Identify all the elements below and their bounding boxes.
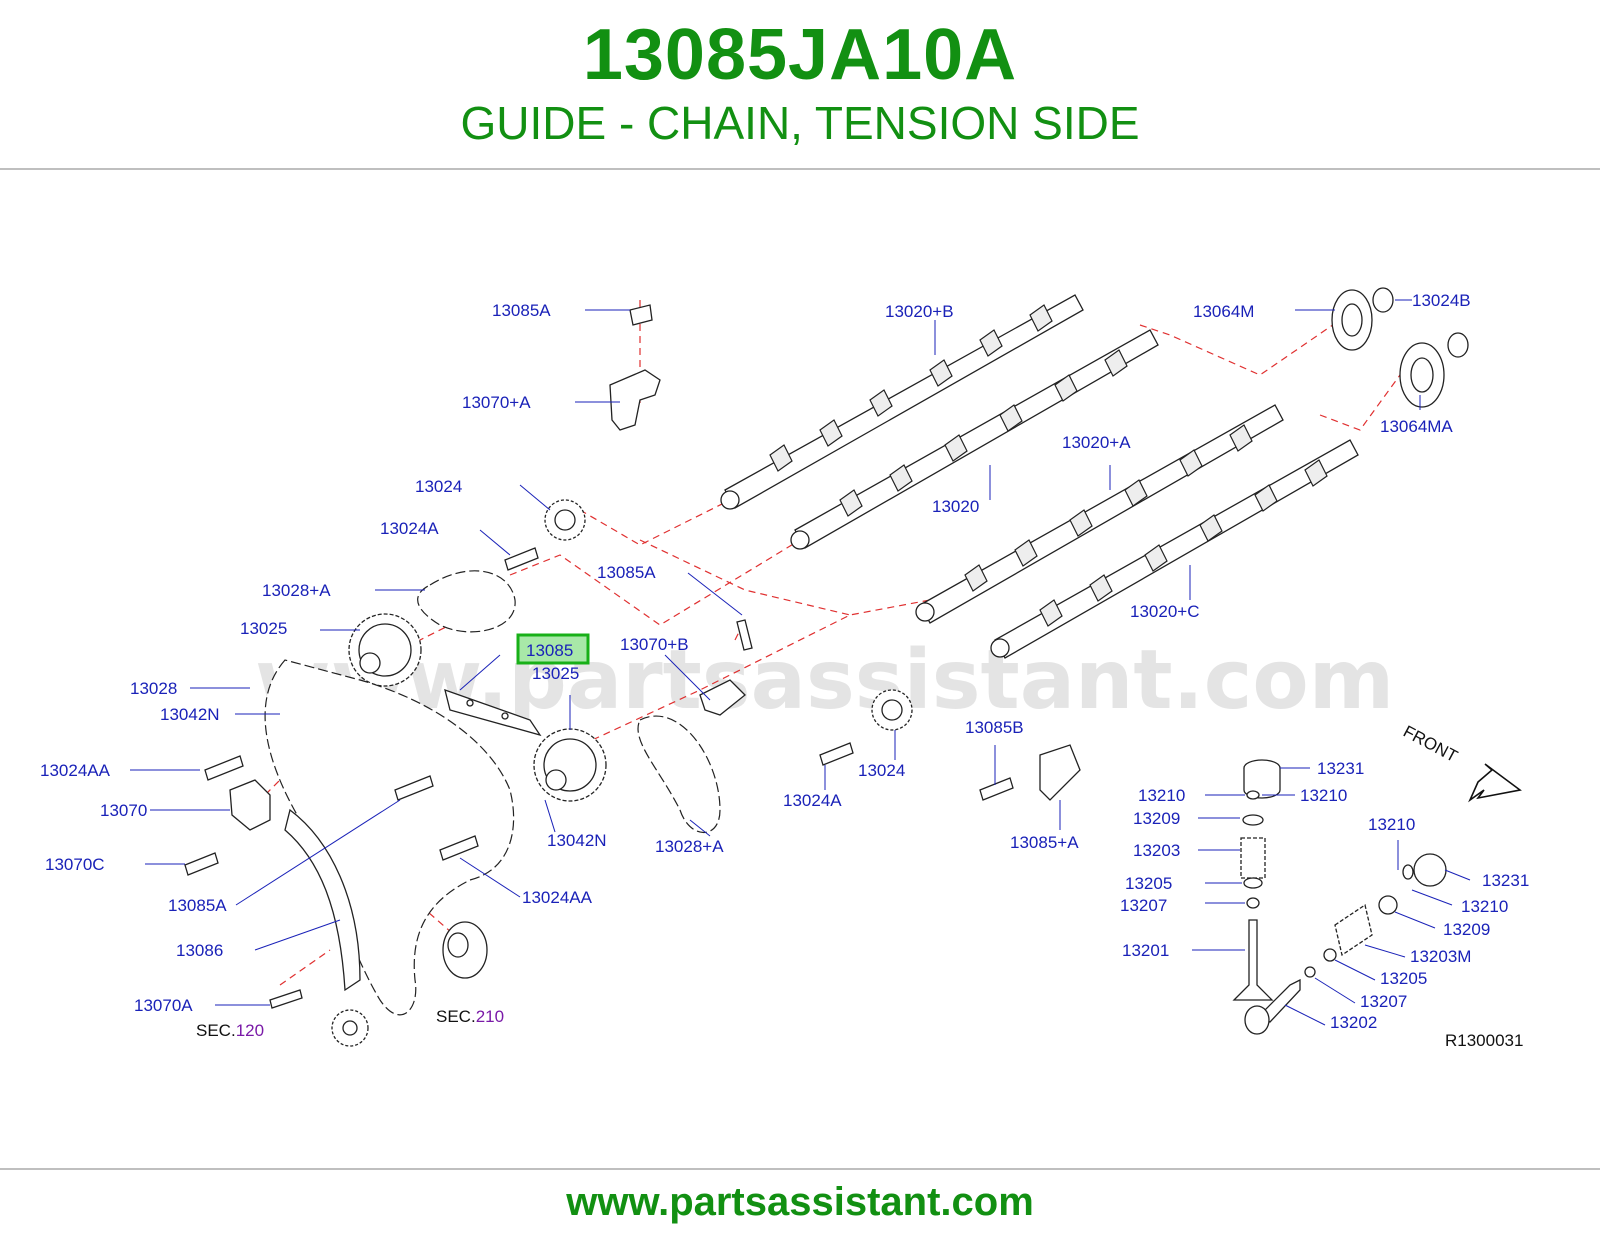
label-13210-a[interactable]: 13210: [1138, 786, 1185, 805]
label-13042n-left[interactable]: 13042N: [160, 705, 220, 724]
sprocket-13024-upper: [544, 499, 586, 541]
page-header: 13085JA10A GUIDE - CHAIN, TENSION SIDE: [0, 0, 1600, 170]
label-13024b[interactable]: 13024B: [1412, 291, 1471, 310]
valve-assembly-intake: [1232, 759, 1281, 1001]
label-13207-right[interactable]: 13207: [1360, 992, 1407, 1011]
label-13028-plus-a-top[interactable]: 13028+A: [262, 581, 331, 600]
label-13070a[interactable]: 13070A: [134, 996, 193, 1015]
label-13070c[interactable]: 13070C: [45, 855, 105, 874]
part-description: GUIDE - CHAIN, TENSION SIDE: [460, 97, 1140, 149]
chain-guide-13085-highlighted: [444, 688, 542, 737]
watermark-text: www.partsassistant.com: [255, 633, 1394, 728]
sprocket-13024-lower: [871, 689, 913, 731]
valve-assembly-exhaust: [1244, 853, 1447, 1035]
chain-13028-a-upper: [417, 570, 516, 633]
sprocket-13025-upper: [348, 613, 422, 687]
highlighted-part-label[interactable]: 13085: [526, 641, 573, 660]
label-13024a-low[interactable]: 13024A: [783, 791, 842, 810]
sprocket-13064m: [1331, 289, 1373, 351]
footer-website-link[interactable]: www.partsassistant.com: [566, 1180, 1034, 1224]
sec210-tensioner: [442, 921, 488, 979]
bracket-13085-a: [1039, 744, 1081, 801]
label-13024-top[interactable]: 13024: [415, 477, 462, 496]
sprocket-13064ma: [1399, 332, 1469, 408]
sprocket-sec120: [331, 1009, 369, 1047]
camshaft-13020: [790, 329, 1159, 550]
camshaft-13020-b: [720, 294, 1084, 510]
label-13085a-mid[interactable]: 13085A: [597, 563, 656, 582]
reference-code: R1300031: [1445, 1031, 1523, 1050]
label-13070-plus-b[interactable]: 13070+B: [620, 635, 689, 654]
label-13064ma[interactable]: 13064MA: [1380, 417, 1453, 436]
label-13085b[interactable]: 13085B: [965, 718, 1024, 737]
highlight-box: [516, 633, 590, 665]
tensioner-13070-a: [609, 369, 661, 431]
label-13203m[interactable]: 13203M: [1410, 947, 1471, 966]
tensioner-13070-b: [699, 679, 746, 716]
label-13231-left[interactable]: 13231: [1317, 759, 1364, 778]
camshaft-13020-c: [990, 439, 1359, 659]
bolts: [184, 304, 1014, 1009]
front-label: FRONT: [1400, 722, 1461, 766]
label-13207-left[interactable]: 13207: [1120, 896, 1167, 915]
label-13203[interactable]: 13203: [1133, 841, 1180, 860]
camshaft-13020-a: [915, 404, 1284, 624]
sprocket-13025-lower: [533, 728, 607, 802]
label-13024aa-mid[interactable]: 13024AA: [522, 888, 593, 907]
label-13085a-top[interactable]: 13085A: [492, 301, 551, 320]
highlighted-part-13085[interactable]: 13085: [516, 633, 590, 665]
label-13024aa-left[interactable]: 13024AA: [40, 761, 111, 780]
label-13205-right[interactable]: 13205: [1380, 969, 1427, 988]
label-13070[interactable]: 13070: [100, 801, 147, 820]
label-13025-top[interactable]: 13025: [240, 619, 287, 638]
label-13028-plus-a-low[interactable]: 13028+A: [655, 837, 724, 856]
label-13210-b[interactable]: 13210: [1300, 786, 1347, 805]
header-divider: [0, 168, 1600, 170]
label-13202[interactable]: 13202: [1330, 1013, 1377, 1032]
label-13210-d[interactable]: 13210: [1461, 897, 1508, 916]
footer-divider: [0, 1168, 1600, 1170]
label-13070-plus-a[interactable]: 13070+A: [462, 393, 531, 412]
part-labels: 13085A 13070+A 13020+B 13064M 13024B 130…: [40, 291, 1529, 1050]
label-13209-left[interactable]: 13209: [1133, 809, 1180, 828]
chain-13028-a-lower: [637, 715, 721, 834]
label-13086[interactable]: 13086: [176, 941, 223, 960]
label-13085a-low[interactable]: 13085A: [168, 896, 227, 915]
label-13020-plus-a[interactable]: 13020+A: [1062, 433, 1131, 452]
label-13020-plus-b[interactable]: 13020+B: [885, 302, 954, 321]
label-13020-plus-c[interactable]: 13020+C: [1130, 602, 1199, 621]
label-sec-210[interactable]: SEC.210: [436, 1007, 504, 1026]
tensioner-13070: [229, 779, 271, 831]
label-13024a-top[interactable]: 13024A: [380, 519, 439, 538]
label-13028[interactable]: 13028: [130, 679, 177, 698]
parts-diagram: www.partsassistant.com: [40, 287, 1529, 1050]
label-13020[interactable]: 13020: [932, 497, 979, 516]
label-13025-mid[interactable]: 13025: [532, 664, 579, 683]
leader-lines: [130, 299, 1471, 1026]
label-13201[interactable]: 13201: [1122, 941, 1169, 960]
bolt-13024b: [1372, 287, 1394, 313]
part-number-title: 13085JA10A: [582, 15, 1018, 95]
label-13064m[interactable]: 13064M: [1193, 302, 1254, 321]
label-13205-left[interactable]: 13205: [1125, 874, 1172, 893]
label-13210-c[interactable]: 13210: [1368, 815, 1415, 834]
label-sec-120[interactable]: SEC.120: [196, 1021, 264, 1040]
label-13209-right[interactable]: 13209: [1443, 920, 1490, 939]
label-13042n-mid[interactable]: 13042N: [547, 831, 607, 850]
label-13024-low[interactable]: 13024: [858, 761, 905, 780]
label-13231-right[interactable]: 13231: [1482, 871, 1529, 890]
label-13085-plus-a[interactable]: 13085+A: [1010, 833, 1079, 852]
front-direction-arrow: FRONT: [1400, 722, 1522, 803]
